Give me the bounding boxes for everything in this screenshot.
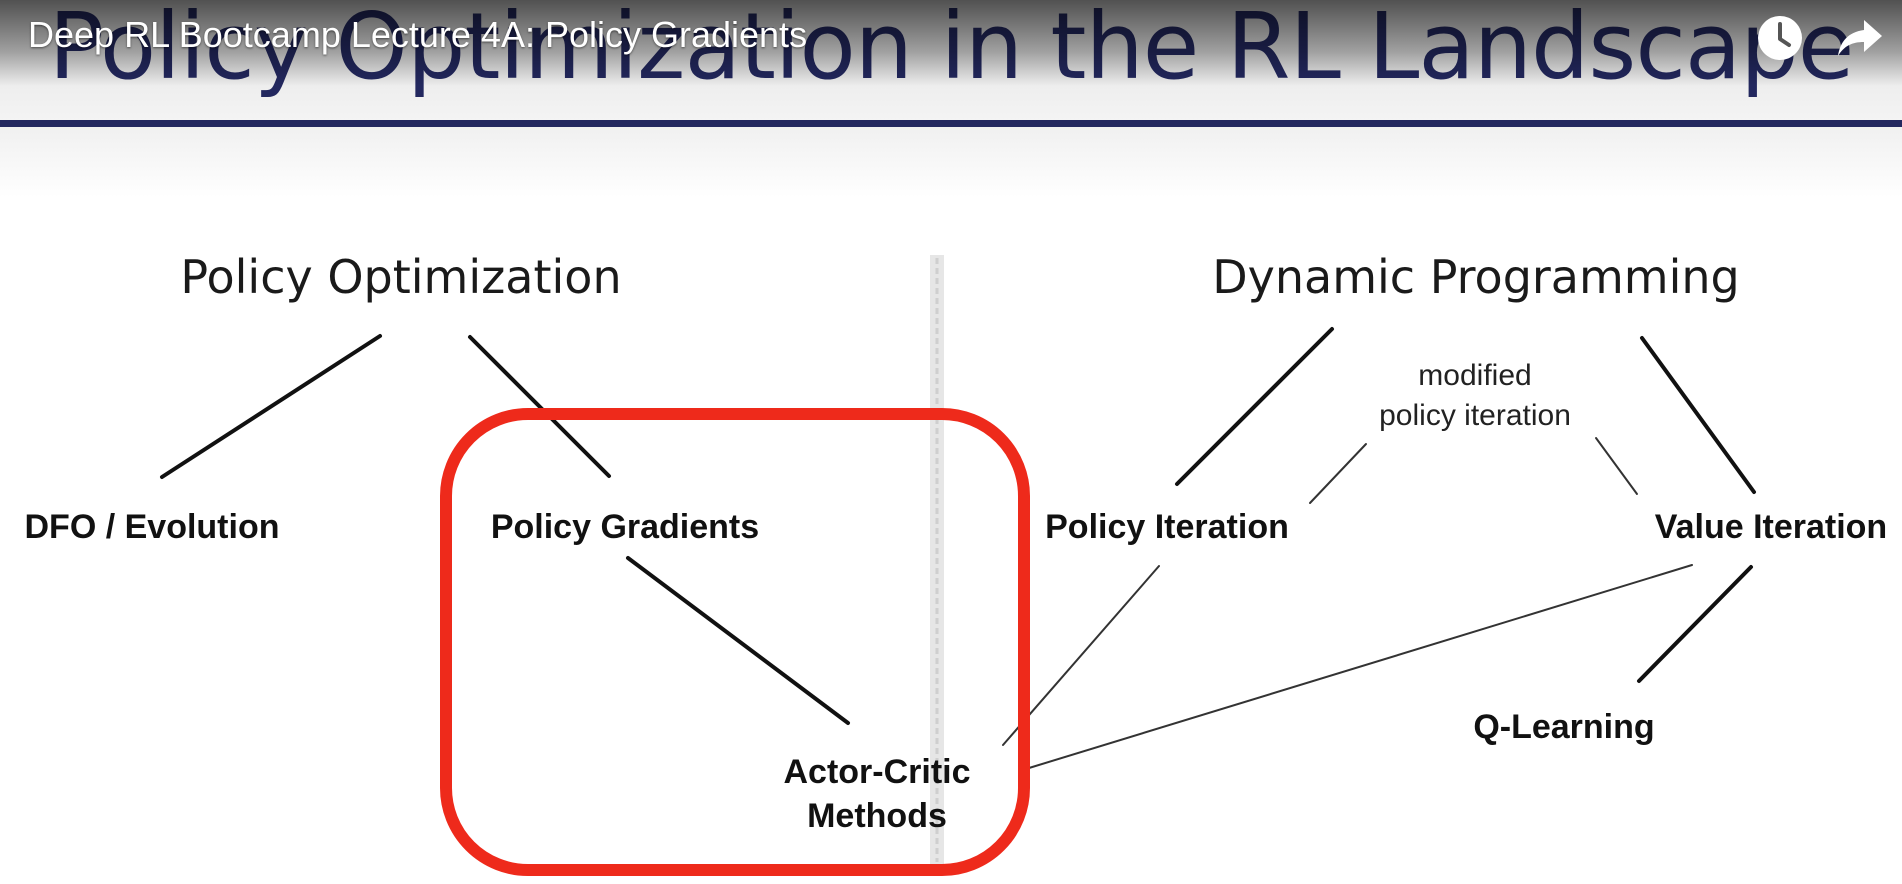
edge-modified-to-policy-iteration bbox=[1309, 443, 1367, 504]
method-actor-critic: Actor-Critic Methods bbox=[783, 750, 970, 838]
category-dynamic-programming: Dynamic Programming bbox=[1212, 250, 1740, 304]
method-value-iteration: Value Iteration bbox=[1654, 508, 1888, 546]
edge-policy-optimization-to-dfo bbox=[160, 334, 382, 479]
video-title[interactable]: Deep RL Bootcamp Lecture 4A: Policy Grad… bbox=[28, 14, 808, 55]
edge-dynamic-programming-to-policy-iteration bbox=[1175, 327, 1334, 486]
method-policy-iteration: Policy Iteration bbox=[1045, 508, 1289, 546]
edge-policy-gradients-to-actor-critic bbox=[626, 556, 850, 725]
title-rule bbox=[0, 120, 1902, 127]
category-policy-optimization: Policy Optimization bbox=[180, 250, 622, 304]
share-arrow-icon bbox=[1838, 20, 1882, 56]
method-actor-critic-line1: Actor-Critic bbox=[783, 753, 971, 791]
clock-icon bbox=[1758, 16, 1802, 60]
divider bbox=[930, 255, 944, 865]
highlight-box bbox=[440, 408, 1030, 876]
method-q-learning: Q-Learning bbox=[1473, 708, 1655, 746]
method-dfo-evolution: DFO / Evolution bbox=[24, 508, 280, 546]
share-button[interactable] bbox=[1834, 12, 1886, 64]
annotation-line2: policy iteration bbox=[1379, 399, 1571, 432]
edge-value-iteration-to-actor-critic bbox=[1028, 564, 1693, 769]
edge-modified-to-value-iteration bbox=[1595, 437, 1638, 495]
edge-dynamic-programming-to-value-iteration bbox=[1640, 336, 1756, 494]
player-top-bar bbox=[0, 0, 1902, 86]
edge-policy-optimization-to-policy-gradients bbox=[468, 335, 611, 478]
header-fade bbox=[0, 127, 1902, 197]
annotation-modified-policy-iteration: modified policy iteration bbox=[1379, 356, 1571, 436]
method-policy-gradients: Policy Gradients bbox=[490, 508, 760, 546]
watch-later-button[interactable] bbox=[1754, 12, 1806, 64]
edge-value-iteration-to-q-learning bbox=[1637, 565, 1753, 683]
method-actor-critic-line2: Methods bbox=[807, 797, 947, 835]
annotation-line1: modified bbox=[1418, 359, 1532, 392]
